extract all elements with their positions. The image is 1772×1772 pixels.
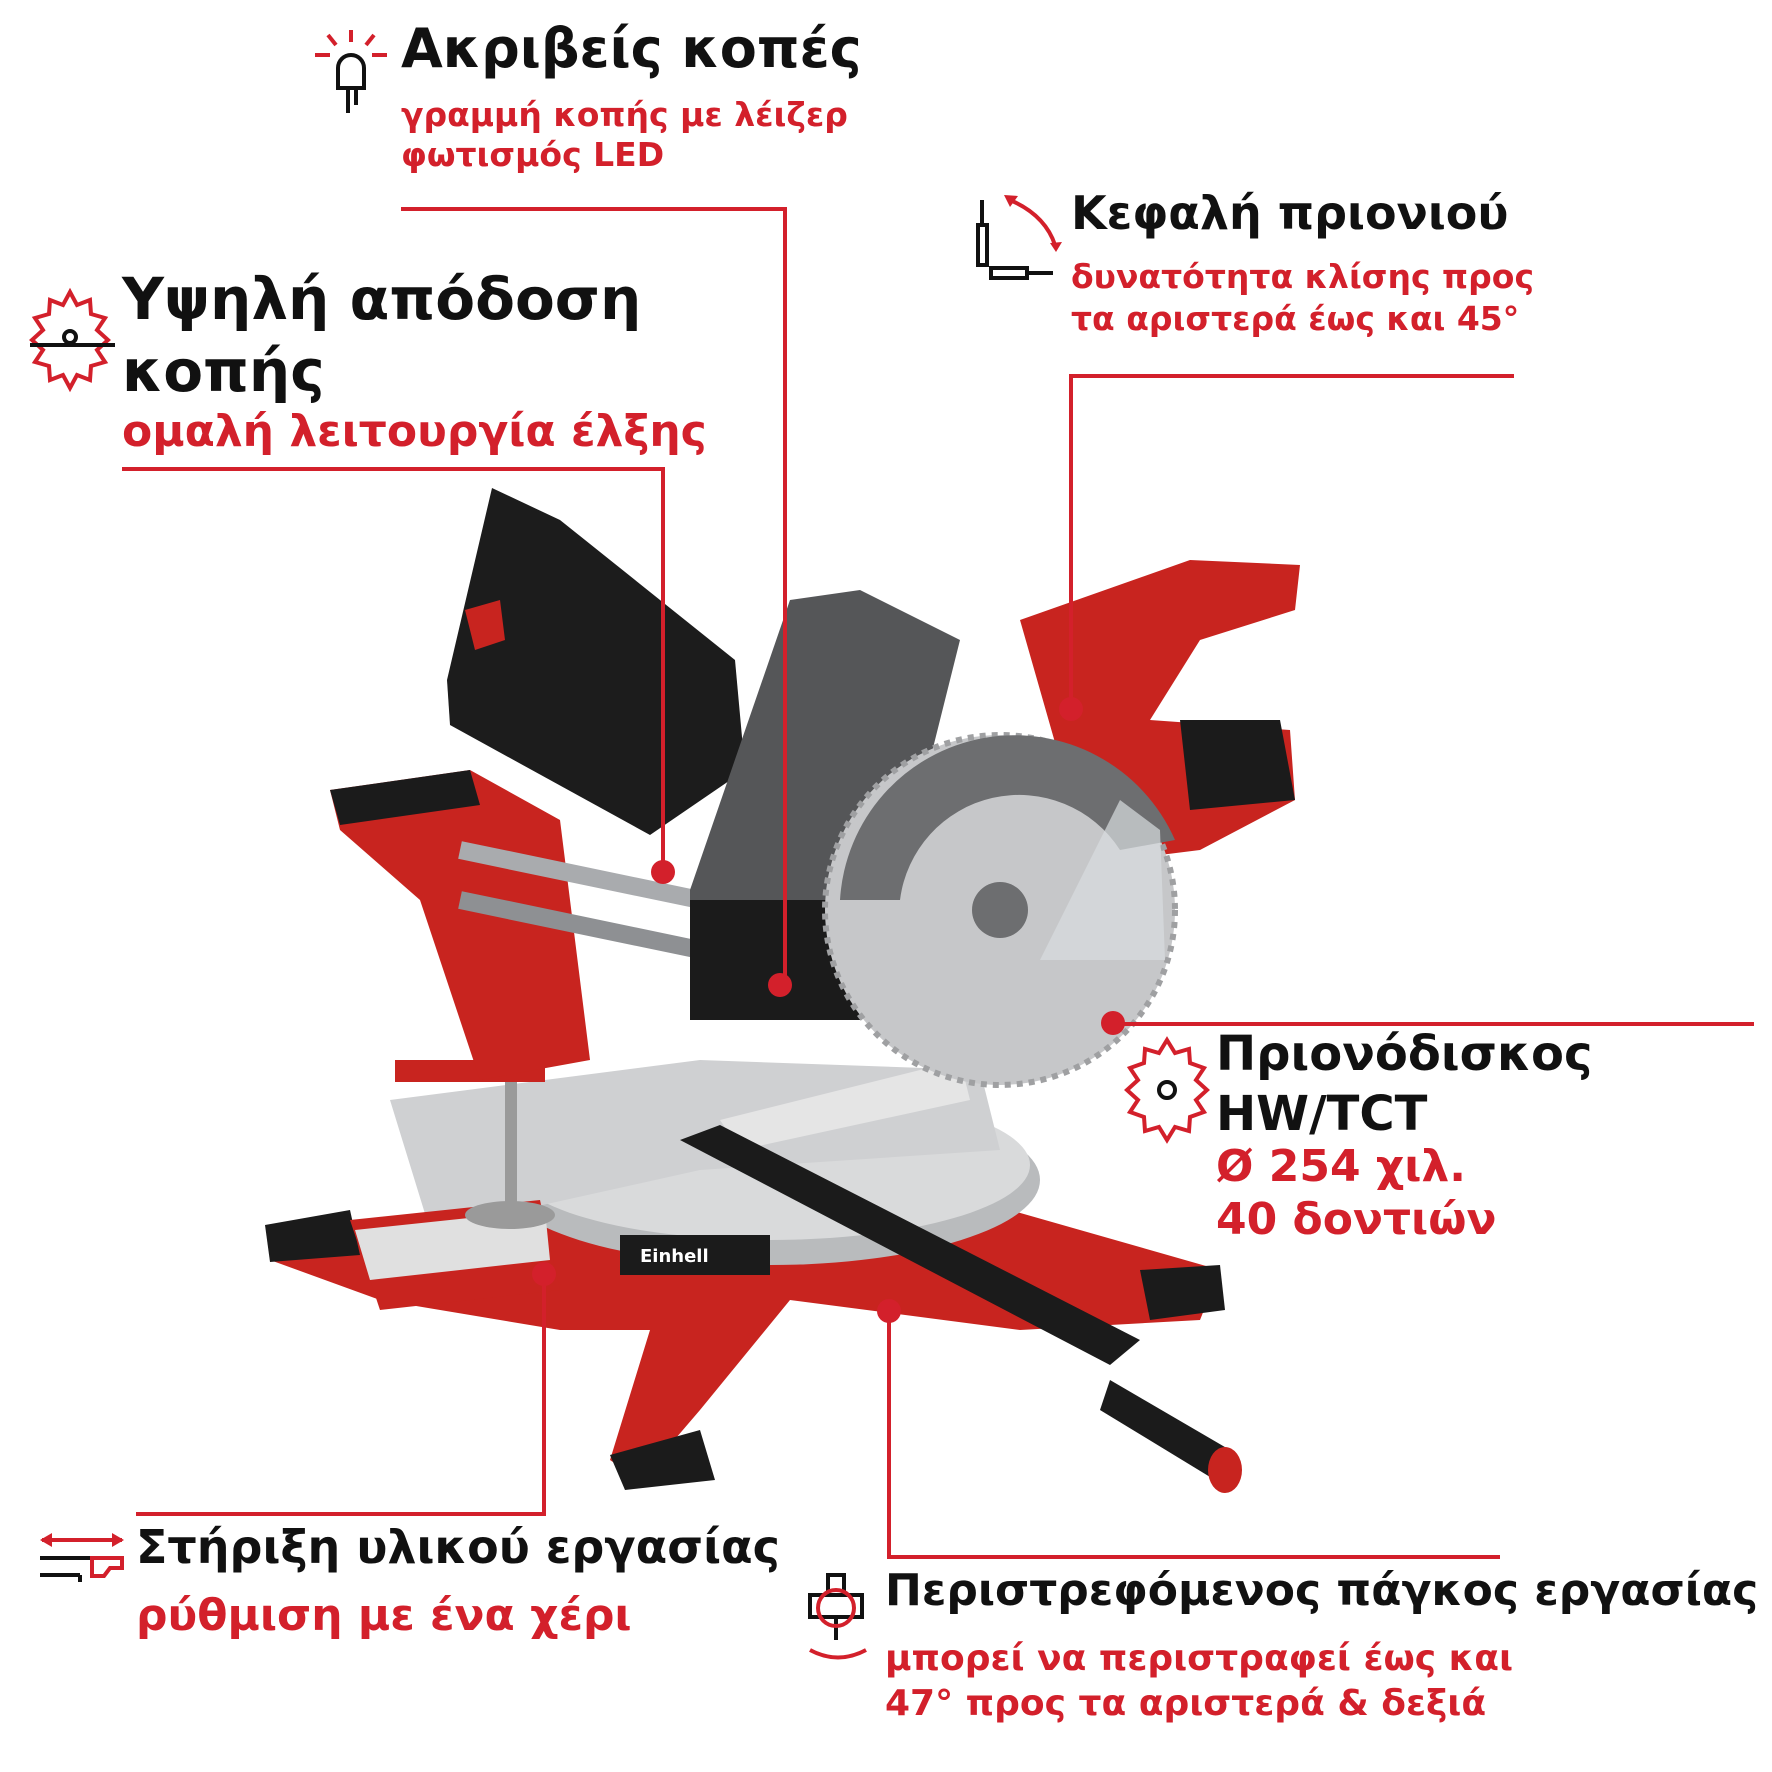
feature-performance-title-2: κοπής xyxy=(122,337,325,405)
feature-precision-title: Ακριβείς κοπές xyxy=(401,17,862,80)
feature-turntable-title: Περιστρεφόμενος πάγκος εργασίας xyxy=(885,1565,1759,1616)
callout-dot-support xyxy=(532,1262,556,1286)
callout-dot-saw-head xyxy=(1059,697,1083,721)
clamp-foot xyxy=(465,1201,555,1229)
saw-blade-icon xyxy=(1124,1036,1210,1144)
dust-bag xyxy=(447,488,745,835)
extension-label: X-TEND xyxy=(1032,1131,1076,1145)
clamp-screw xyxy=(505,1050,517,1210)
callout-line-turntable xyxy=(887,1311,1500,1559)
material-support-icon xyxy=(40,1533,124,1582)
callout-line-precision xyxy=(401,207,787,985)
extension-arm xyxy=(680,1125,1140,1365)
tilt-angle-icon xyxy=(976,195,1062,280)
feature-turntable-detail-1: μπορεί να περιστραφεί έως και xyxy=(885,1638,1513,1679)
slide-rail-lower xyxy=(458,891,702,959)
feature-support-detail: ρύθμιση με ένα χέρι xyxy=(136,1590,632,1641)
feature-blade-detail-1: Ø 254 χιλ. xyxy=(1216,1141,1466,1192)
feature-precision-detail-1: γραμμή κοπής με λέιζερ xyxy=(401,95,848,134)
feature-saw-head-title: Κεφαλή πριονιού xyxy=(1071,186,1509,240)
slide-rail-upper xyxy=(458,841,702,909)
brand-plate-label: Einhell xyxy=(640,1246,709,1267)
saw-blade-cut-icon xyxy=(29,287,115,393)
miter-scale xyxy=(720,1060,970,1150)
battery-pack xyxy=(1180,720,1295,810)
feature-precision-detail-2: φωτισμός LED xyxy=(401,135,665,174)
feature-support-title: Στήριξη υλικού εργασίας xyxy=(136,1520,780,1574)
feature-turntable-detail-2: 47° προς τα αριστερά & δεξιά xyxy=(885,1683,1487,1724)
extension-handle-cap xyxy=(1208,1447,1242,1493)
feature-performance-title-1: Υψηλή απόδοση xyxy=(122,265,642,333)
brand-plate xyxy=(620,1235,770,1275)
lower-blade-guard xyxy=(1040,800,1165,960)
laser-led-icon xyxy=(315,30,387,113)
callout-line-saw-head xyxy=(1069,374,1514,709)
feature-blade-detail-2: 40 δοντιών xyxy=(1216,1194,1497,1245)
callout-line-support xyxy=(136,1274,546,1516)
callout-dot-blade xyxy=(1101,1011,1125,1035)
callout-dots xyxy=(532,697,1125,1323)
feature-blade-title-2: HW/TCT xyxy=(1216,1086,1428,1142)
callout-dot-turntable xyxy=(877,1299,901,1323)
blade-arbor xyxy=(972,882,1028,938)
callout-dot-precision xyxy=(768,973,792,997)
rear-arm xyxy=(330,770,590,1080)
feature-blade-title-1: Πριονόδισκος xyxy=(1216,1026,1593,1082)
feature-saw-head-detail-2: τα αριστερά έως και 45° xyxy=(1071,299,1520,338)
feature-performance-detail: ομαλή λειτουργία έλξης xyxy=(122,406,707,457)
callout-line-performance xyxy=(122,467,665,872)
feature-saw-head-detail-1: δυνατότητα κλίσης προς xyxy=(1071,257,1534,296)
callout-dot-performance xyxy=(651,860,675,884)
extension-handle xyxy=(1100,1380,1230,1480)
blade-guard xyxy=(840,735,1175,900)
callout-lines xyxy=(122,207,1754,1559)
rotating-table-icon xyxy=(808,1573,867,1660)
